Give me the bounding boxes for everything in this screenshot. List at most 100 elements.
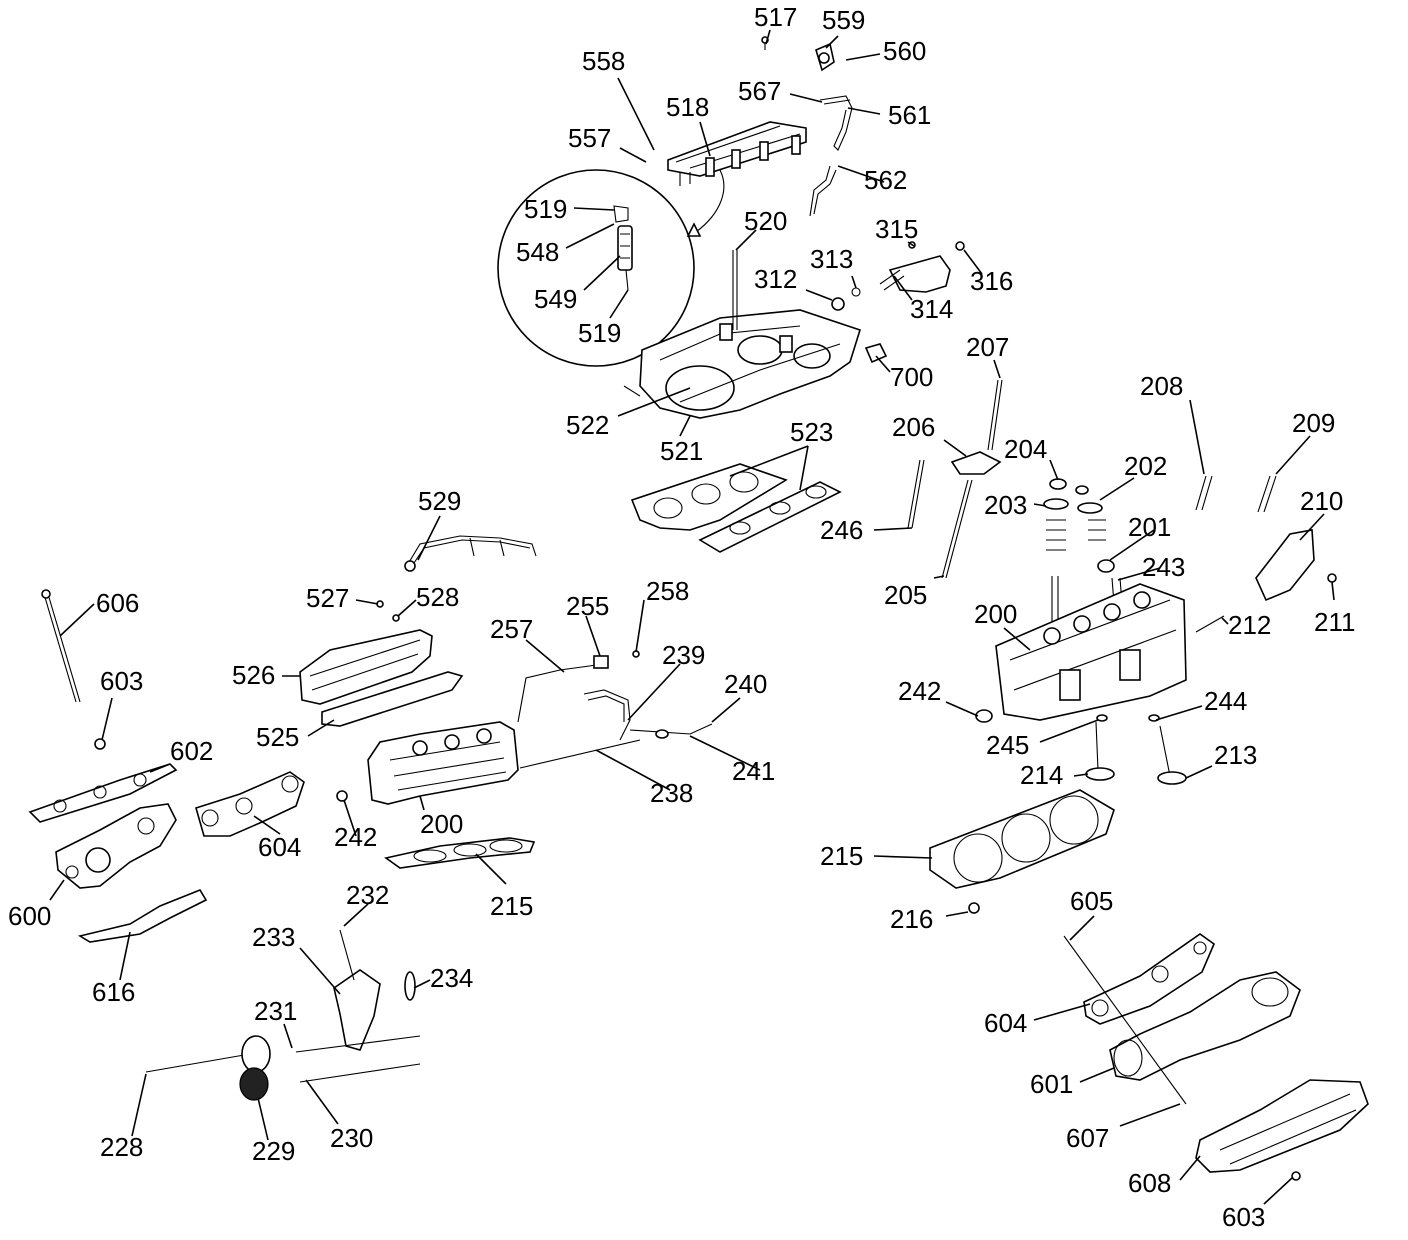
callout-603-right: 603 <box>1222 1202 1265 1232</box>
callout-558: 558 <box>582 46 625 76</box>
callout-255: 255 <box>566 591 609 621</box>
callout-205: 205 <box>884 580 927 610</box>
exhaust-manifold-left <box>55 803 177 889</box>
rocker-cover <box>299 600 433 705</box>
exhaust-right <box>1063 933 1369 1181</box>
callout-561: 561 <box>888 100 931 130</box>
callout-231: 231 <box>254 996 297 1026</box>
timing-components <box>145 929 421 1101</box>
callout-520: 520 <box>744 206 787 236</box>
callout-316: 316 <box>970 266 1013 296</box>
callout-233: 233 <box>252 922 295 952</box>
callout-238: 238 <box>650 778 693 808</box>
callout-557: 557 <box>568 123 611 153</box>
fuel-rail <box>667 121 807 186</box>
callout-210: 210 <box>1300 486 1343 516</box>
left-cylinder-head <box>336 721 519 805</box>
pushrods-rocker <box>907 379 1003 579</box>
callout-601: 601 <box>1030 1069 1073 1099</box>
callout-206: 206 <box>892 412 935 442</box>
callout-232: 232 <box>346 880 389 910</box>
right-cylinder-head <box>975 583 1225 723</box>
sensor-bracket <box>879 241 965 293</box>
callout-600: 600 <box>8 901 51 931</box>
heat-shield-left <box>77 889 208 943</box>
callout-242-left: 242 <box>334 822 377 852</box>
callout-528: 528 <box>416 582 459 612</box>
callout-525: 525 <box>256 722 299 752</box>
callout-315: 315 <box>875 214 918 244</box>
callout-517: 517 <box>754 2 797 32</box>
callout-207: 207 <box>966 332 1009 362</box>
callout-212: 212 <box>1228 610 1271 640</box>
callout-213: 213 <box>1214 740 1257 770</box>
sensor-700 <box>864 343 888 364</box>
callout-246: 246 <box>820 515 863 545</box>
parts-artwork <box>28 36 1369 1181</box>
callout-228: 228 <box>100 1132 143 1162</box>
callout-518: 518 <box>666 92 709 122</box>
callout-200-right: 200 <box>974 599 1017 629</box>
callout-312: 312 <box>754 264 797 294</box>
callout-313: 313 <box>810 244 853 274</box>
callout-521: 521 <box>660 436 703 466</box>
valves <box>1085 714 1187 785</box>
leader-lines <box>49 29 1335 1205</box>
head-gasket-right <box>929 789 1115 914</box>
callout-258: 258 <box>646 576 689 606</box>
callout-604-left: 604 <box>258 832 301 862</box>
callout-215-right: 215 <box>820 841 863 871</box>
rocker-cover-gasket <box>321 671 464 727</box>
exhaust-flange-left <box>195 771 305 837</box>
callout-257: 257 <box>490 614 533 644</box>
callout-209: 209 <box>1292 408 1335 438</box>
callout-529: 529 <box>418 486 461 516</box>
callout-548: 548 <box>516 237 559 267</box>
head-gasket-left <box>384 837 536 869</box>
injector-detail-view <box>497 169 725 367</box>
callout-562: 562 <box>864 165 907 195</box>
callout-242-right: 242 <box>898 676 941 706</box>
callout-203: 203 <box>984 490 1027 520</box>
callout-216: 216 <box>890 904 933 934</box>
callout-211: 211 <box>1314 607 1355 637</box>
callout-239: 239 <box>662 640 705 670</box>
callout-215-left: 215 <box>490 891 533 921</box>
callout-314: 314 <box>910 294 953 324</box>
callout-549: 549 <box>534 284 577 314</box>
intake-manifold <box>623 250 861 419</box>
callout-560: 560 <box>883 36 926 66</box>
fuel-pressure-fitting <box>761 36 835 72</box>
callout-527: 527 <box>306 583 349 613</box>
callout-607: 607 <box>1066 1123 1109 1153</box>
callout-603-left: 603 <box>100 666 143 696</box>
callout-519-top: 519 <box>524 194 567 224</box>
callout-244: 244 <box>1204 686 1247 716</box>
callout-243: 243 <box>1142 552 1185 582</box>
head-bolts-right <box>1195 475 1337 602</box>
dipstick-tube <box>41 589 106 750</box>
rod-238 <box>519 739 641 769</box>
callout-labels: 517 559 560 558 567 518 561 557 562 519 … <box>8 2 1355 1232</box>
callout-241: 241 <box>732 756 775 786</box>
callout-519-bottom: 519 <box>578 318 621 348</box>
exhaust-gasket-left <box>28 763 178 823</box>
callout-605: 605 <box>1070 886 1113 916</box>
callout-602: 602 <box>170 736 213 766</box>
wire-harness <box>404 535 537 572</box>
callout-616: 616 <box>92 977 135 1007</box>
callout-208: 208 <box>1140 371 1183 401</box>
callout-200-left: 200 <box>420 809 463 839</box>
callout-700: 700 <box>890 362 933 392</box>
callout-230: 230 <box>330 1123 373 1153</box>
callout-567: 567 <box>738 76 781 106</box>
callout-204: 204 <box>1004 434 1047 464</box>
callout-559: 559 <box>822 5 865 35</box>
callout-523: 523 <box>790 417 833 447</box>
callout-608: 608 <box>1128 1168 1171 1198</box>
callout-240: 240 <box>724 669 767 699</box>
coolant-pipe <box>583 689 713 741</box>
callout-522: 522 <box>566 410 609 440</box>
callout-604-right: 604 <box>984 1008 1027 1038</box>
